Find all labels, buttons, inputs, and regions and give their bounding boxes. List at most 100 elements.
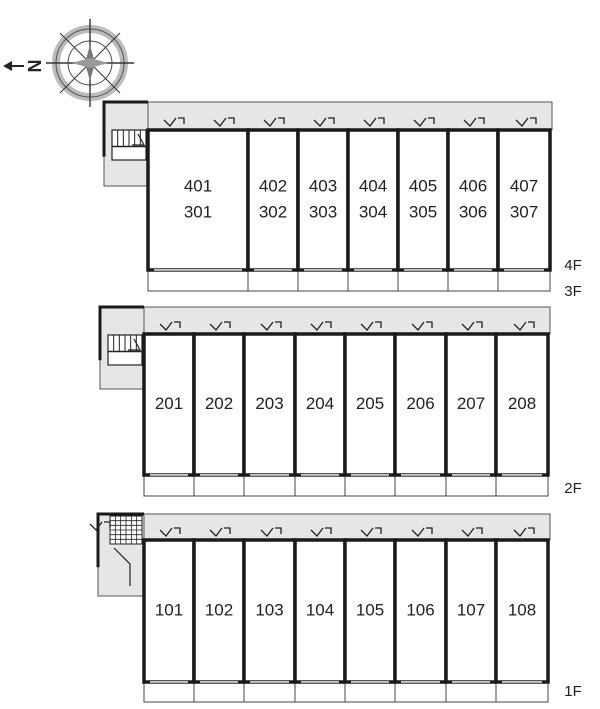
balcony (247, 269, 299, 292)
room (444, 538, 498, 684)
room (343, 332, 397, 477)
unit-number: 204 (306, 394, 334, 413)
unit-208: 208 (494, 321, 550, 497)
compass-needle (72, 58, 108, 68)
unit-number: 304 (359, 202, 387, 221)
building-blocks: 4013014023024033034043044053054063064073… (89, 100, 582, 703)
unit-106: 106 (393, 527, 448, 703)
room (446, 128, 500, 272)
balcony (344, 474, 396, 497)
balcony (193, 681, 245, 703)
floor-label: 2F (564, 480, 582, 497)
door-icon (224, 321, 231, 328)
balcony (495, 474, 549, 497)
door-icon (275, 527, 282, 534)
door-icon (278, 117, 285, 124)
balcony (243, 474, 296, 497)
balcony (447, 269, 499, 292)
room (393, 538, 448, 684)
unit-number: 201 (155, 394, 183, 413)
compass-spoke (89, 32, 121, 64)
stair-wall (102, 100, 148, 157)
door-icon (209, 321, 223, 331)
unit-207: 207 (444, 321, 498, 497)
unit-number: 101 (155, 600, 183, 619)
compass-spoke (59, 62, 91, 94)
door-icon (360, 527, 374, 537)
room (396, 128, 450, 272)
balcony (143, 681, 195, 703)
building-block-upper: 4013014023024033034043044053054063064073… (102, 100, 582, 300)
door-icon (461, 527, 475, 537)
door-icon (174, 321, 181, 328)
room (343, 538, 397, 684)
unit-number: 405 (409, 176, 437, 195)
door-icon (426, 321, 433, 328)
unit-number: 302 (259, 202, 287, 221)
balcony (147, 269, 249, 292)
door-icon (325, 321, 332, 328)
unit-number: 406 (459, 176, 487, 195)
balcony (445, 474, 497, 497)
floor-label: 4F (564, 257, 582, 274)
door-icon (228, 117, 235, 124)
unit-201: 201 (142, 321, 196, 497)
unit-number: 306 (459, 202, 487, 221)
unit-number: 407 (510, 176, 538, 195)
stair-path (113, 547, 131, 586)
balcony (394, 681, 447, 703)
door-icon (530, 117, 537, 124)
door-icon (513, 527, 527, 537)
balcony (294, 474, 346, 497)
door-icon (159, 321, 173, 331)
unit-103: 103 (242, 527, 297, 703)
unit-number: 401 (184, 176, 212, 195)
door-icon (528, 321, 535, 328)
room (142, 332, 196, 477)
unit-108: 108 (494, 527, 550, 703)
unit-204: 204 (293, 321, 347, 497)
north-arrowhead (3, 61, 12, 71)
room (192, 332, 246, 477)
unit-number: 107 (457, 600, 485, 619)
door-icon (378, 117, 385, 124)
balcony (344, 681, 396, 703)
door-icon (360, 321, 374, 331)
room (296, 128, 350, 272)
door-icon (375, 527, 382, 534)
balcony (445, 681, 497, 703)
stairs-icon (107, 334, 143, 366)
unit-number: 206 (406, 394, 434, 413)
unit-202: 202 (192, 321, 246, 497)
room (246, 128, 300, 272)
stair-arrow (128, 338, 142, 351)
door-icon (224, 527, 231, 534)
door-icon (513, 321, 527, 331)
balcony (495, 681, 549, 703)
door-icon (89, 521, 103, 531)
door-icon (463, 117, 477, 127)
unit-number: 207 (457, 394, 485, 413)
balcony (297, 269, 349, 292)
unit-number: 108 (508, 600, 536, 619)
door-icon (275, 321, 282, 328)
unit-105: 105 (343, 527, 397, 703)
corridor (139, 306, 551, 335)
unit-205: 205 (343, 321, 397, 497)
door-icon (515, 117, 529, 127)
floor-label: 3F (564, 283, 582, 300)
unit-number: 303 (309, 202, 337, 221)
unit-203: 203 (242, 321, 297, 497)
unit-number: 404 (359, 176, 387, 195)
door-icon (476, 321, 483, 328)
balcony (497, 269, 551, 292)
door-icon (478, 117, 485, 124)
grating (109, 515, 143, 545)
unit-number: 402 (259, 176, 287, 195)
door-icon (313, 117, 327, 127)
door-icon (310, 527, 324, 537)
